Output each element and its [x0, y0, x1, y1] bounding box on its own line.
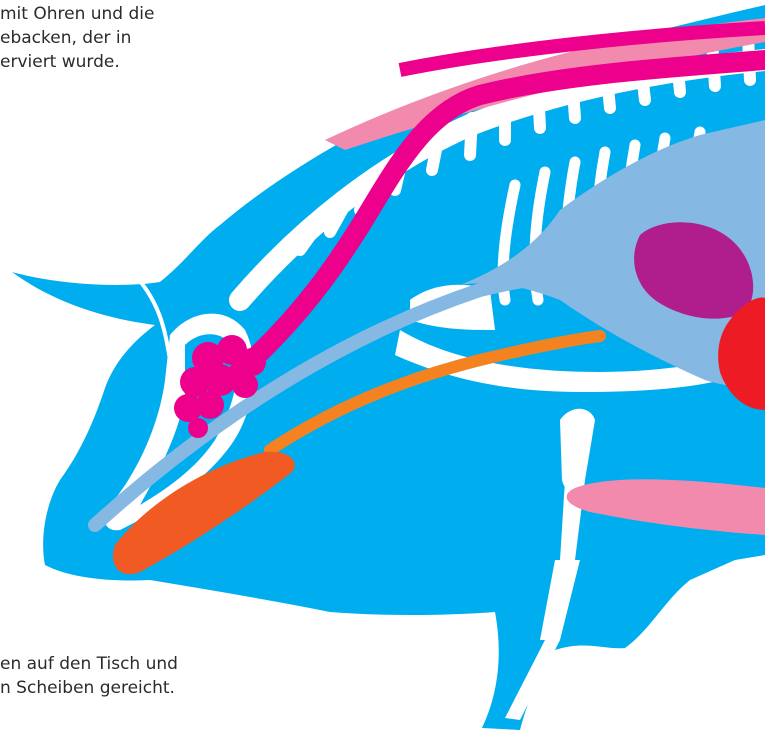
caption-top-line-1: mit Ohren und die	[0, 2, 154, 26]
caption-top-line-2: ebacken, der in	[0, 26, 154, 50]
caption-bottom-line-2: n Scheiben gereicht.	[0, 676, 178, 700]
caption-top: mit Ohren und die ebacken, der in ervier…	[0, 2, 154, 74]
caption-bottom: en auf den Tisch und n Scheiben gereicht…	[0, 652, 178, 700]
caption-top-line-3: erviert wurde.	[0, 50, 154, 74]
caption-bottom-line-1: en auf den Tisch und	[0, 652, 178, 676]
